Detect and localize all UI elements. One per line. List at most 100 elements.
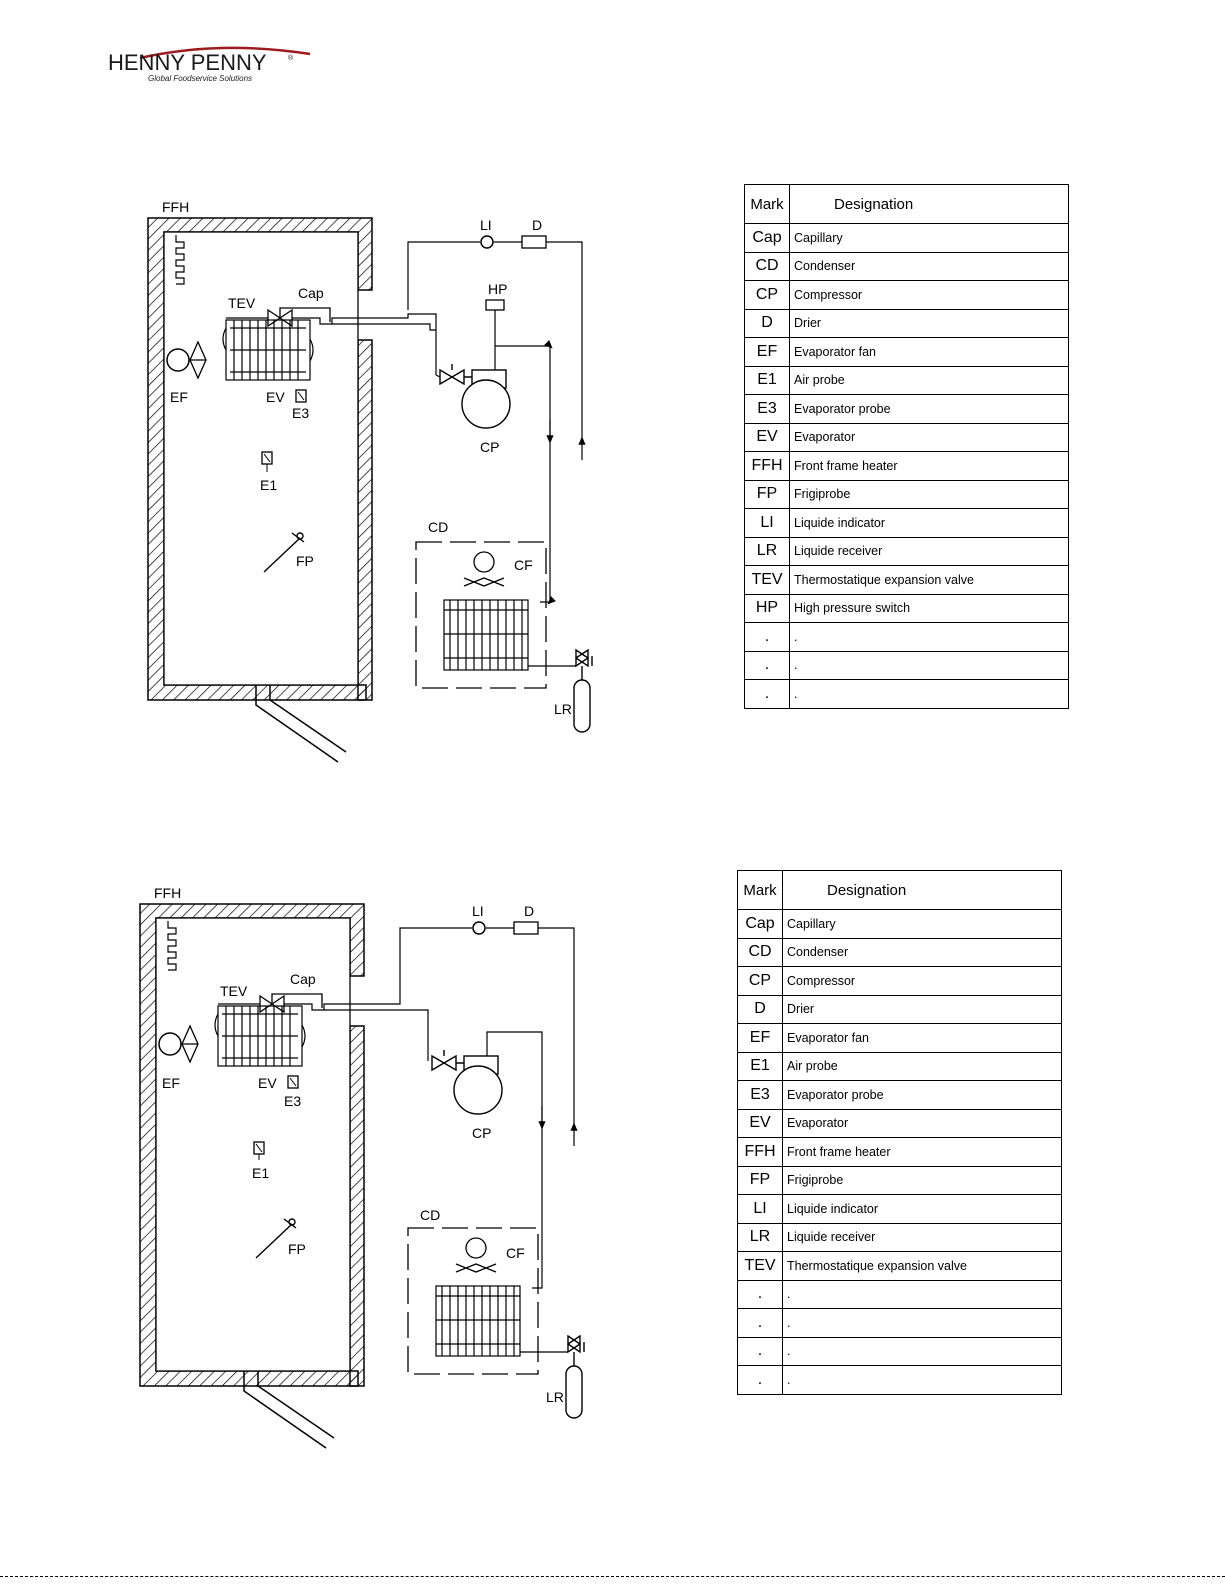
legend-designation: Frigiprobe bbox=[782, 1165, 1062, 1195]
legend-mark: CD bbox=[744, 251, 790, 281]
legend-designation: Evaporator bbox=[782, 1108, 1062, 1138]
cd-label: CD bbox=[428, 519, 448, 535]
legend-header-mark: Mark bbox=[737, 870, 783, 910]
suction-line bbox=[226, 313, 437, 375]
condenser-coil-icon bbox=[443, 599, 529, 671]
legend-mark: CP bbox=[737, 966, 783, 996]
legend-designation: . bbox=[789, 622, 1069, 652]
legend-designation: Drier bbox=[789, 308, 1069, 338]
fp-label: FP bbox=[288, 1241, 306, 1257]
liquid-line-in bbox=[324, 1009, 429, 1061]
evaporator-fan-icon bbox=[166, 340, 207, 380]
legend-designation: Condenser bbox=[782, 937, 1062, 967]
air-probe-icon bbox=[261, 451, 273, 472]
evaporator-probe-icon bbox=[287, 1075, 299, 1089]
cf-label: CF bbox=[506, 1245, 525, 1261]
legend-designation: Capillary bbox=[789, 223, 1069, 253]
e1-label: E1 bbox=[260, 477, 277, 493]
condenser-unit-box bbox=[415, 541, 547, 689]
lr-label: LR bbox=[546, 1389, 564, 1405]
legend-mark: FP bbox=[737, 1165, 783, 1195]
legend-mark: LI bbox=[744, 508, 790, 538]
legend-designation: . bbox=[782, 1308, 1062, 1338]
evaporator-icon bbox=[222, 319, 314, 381]
legend-designation: Thermostatique expansion valve bbox=[789, 565, 1069, 595]
legend-mark: E3 bbox=[737, 1080, 783, 1110]
logo-swoosh bbox=[139, 46, 311, 60]
legend-mark: . bbox=[737, 1308, 783, 1338]
liquid-receiver-icon bbox=[573, 648, 593, 733]
legend-header-row: Mark Designation bbox=[737, 870, 1062, 910]
legend-header-row: Mark Designation bbox=[744, 184, 1069, 224]
refrigeration-diagram-2: FFH EF EV E3 TEV Cap E1 FP LI D bbox=[139, 885, 585, 1449]
compressor-suction-in bbox=[435, 374, 441, 378]
front-frame-heater-icon bbox=[175, 235, 185, 285]
cabinet-wall bbox=[139, 903, 365, 1387]
condenser-fan-icon bbox=[455, 1237, 497, 1273]
legend-designation: Compressor bbox=[789, 280, 1069, 310]
legend-designation: Condenser bbox=[789, 251, 1069, 281]
frigiprobe-icon bbox=[263, 532, 305, 573]
legend-row: .. bbox=[737, 1308, 1062, 1338]
drier-icon bbox=[521, 235, 547, 249]
legend-designation: Thermostatique expansion valve bbox=[782, 1251, 1062, 1281]
legend-mark: FP bbox=[744, 479, 790, 509]
legend-mark: Cap bbox=[744, 223, 790, 253]
drain-pipe bbox=[243, 1371, 335, 1449]
cd-label: CD bbox=[420, 1207, 440, 1223]
discharge-line bbox=[486, 1031, 543, 1289]
legend-designation: Liquide indicator bbox=[782, 1194, 1062, 1224]
ffh-label: FFH bbox=[154, 885, 181, 901]
liquid-line-in bbox=[332, 323, 436, 331]
legend-header-designation: Designation bbox=[782, 870, 1062, 910]
ev-label: EV bbox=[258, 1075, 277, 1091]
legend-mark: . bbox=[744, 650, 790, 680]
d-label: D bbox=[532, 217, 542, 233]
li-label: LI bbox=[480, 217, 492, 233]
legend-row: .. bbox=[744, 622, 1069, 652]
logo-tagline: Global Foodservice Solutions bbox=[148, 74, 252, 83]
legend-designation: Evaporator bbox=[789, 422, 1069, 452]
legend-designation: . bbox=[782, 1279, 1062, 1309]
suction-line bbox=[218, 927, 575, 1126]
cf-label: CF bbox=[514, 557, 533, 573]
cabinet-wall bbox=[147, 217, 373, 701]
legend-mark: E1 bbox=[744, 365, 790, 395]
ev-label: EV bbox=[266, 389, 285, 405]
legend-mark: D bbox=[737, 994, 783, 1024]
drier-icon bbox=[513, 921, 539, 935]
lr-label: LR bbox=[554, 701, 572, 717]
legend-mark: EF bbox=[737, 1023, 783, 1053]
condenser-unit-box bbox=[407, 1227, 539, 1375]
legend-mark: D bbox=[744, 308, 790, 338]
legend-designation: Front frame heater bbox=[789, 451, 1069, 481]
evaporator-probe-icon bbox=[295, 389, 307, 403]
legend-designation: Front frame heater bbox=[782, 1137, 1062, 1167]
legend-designation: Compressor bbox=[782, 966, 1062, 996]
legend-designation: . bbox=[782, 1336, 1062, 1366]
cap-label: Cap bbox=[290, 971, 316, 987]
cap-label: Cap bbox=[298, 285, 324, 301]
legend-row: .. bbox=[737, 1365, 1062, 1395]
henny-penny-logo: HENNY PENNY ® Global Foodservice Solutio… bbox=[108, 46, 311, 83]
legend-row: .. bbox=[744, 650, 1069, 680]
logo-wordmark: HENNY PENNY bbox=[108, 50, 267, 75]
legend-designation: . bbox=[782, 1365, 1062, 1395]
